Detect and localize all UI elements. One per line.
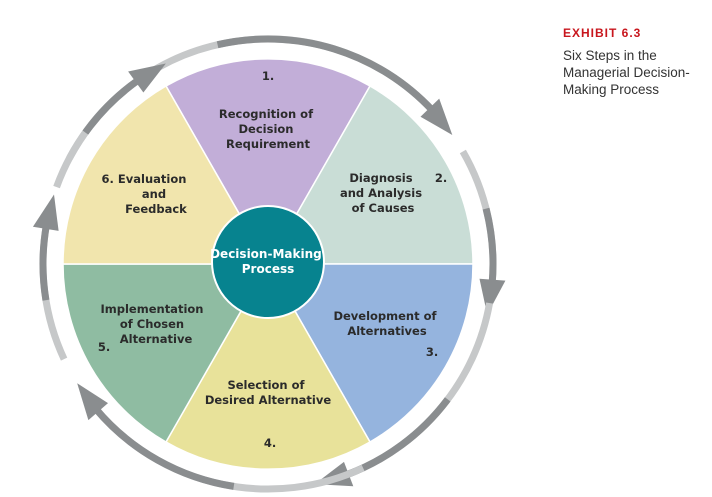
segment-step-4 xyxy=(164,262,372,470)
cycle-arrow-4-shade xyxy=(92,406,235,490)
step-5-number: 5. xyxy=(98,340,110,354)
step-3-number: 3. xyxy=(426,345,438,359)
step-6-label: 6. Evaluation and Feedback xyxy=(102,172,191,216)
step-3: Development of Alternatives 3. xyxy=(333,309,440,359)
step-2-number: 2. xyxy=(435,171,447,185)
exhibit-title-line: Making Process xyxy=(563,82,660,97)
cycle-arrow-1-shade xyxy=(216,35,436,113)
cycle-arrow-2-shade xyxy=(482,207,497,284)
exhibit-title-line: Six Steps in the xyxy=(563,48,657,63)
wheel-segments xyxy=(62,58,474,470)
cycle-arrow-5-shade xyxy=(39,224,50,301)
step-6: 6. Evaluation and Feedback xyxy=(102,172,191,216)
step-4: Selection of Desired Alternative 4. xyxy=(205,378,332,450)
cycle-arrow-2-head xyxy=(479,278,506,315)
segment-step-2 xyxy=(266,84,474,265)
step-2-label: Diagnosis and Analysis of Causes xyxy=(340,171,426,215)
cycle-arrows xyxy=(32,35,506,493)
cycle-arrow-5-head xyxy=(32,194,59,231)
cycle-arrow-6-head xyxy=(128,63,166,93)
step-5-label: Implementation of Chosen Alternative xyxy=(100,302,207,346)
step-1-label: Recognition of Decision Requirement xyxy=(219,107,317,151)
center-label: Decision-Making Process xyxy=(210,247,326,276)
center-hub xyxy=(211,205,325,319)
exhibit-caption: EXHIBIT 6.3 Six Steps in the Managerial … xyxy=(563,24,708,98)
segment-step-3 xyxy=(266,263,474,444)
step-4-number: 4. xyxy=(264,436,276,450)
exhibit-label: EXHIBIT 6.3 xyxy=(563,26,642,40)
step-5: Implementation of Chosen Alternative 5. xyxy=(98,302,207,354)
step-4-label: Selection of Desired Alternative xyxy=(205,378,332,407)
cycle-arrow-1-head xyxy=(420,98,453,135)
cycle-arrow-4-head xyxy=(77,383,109,421)
segment-step-5 xyxy=(62,263,270,444)
step-2: Diagnosis and Analysis of Causes 2. xyxy=(340,171,447,215)
step-1: 1. Recognition of Decision Requirement xyxy=(219,69,317,151)
segment-step-6 xyxy=(62,84,270,265)
exhibit-title-line: Managerial Decision- xyxy=(563,65,690,80)
exhibit-title: Six Steps in the Managerial Decision- Ma… xyxy=(563,47,708,98)
cycle-arrow-6-shade xyxy=(82,76,141,135)
step-3-label: Development of Alternatives xyxy=(333,309,440,338)
step-1-number: 1. xyxy=(262,69,274,83)
segment-step-1 xyxy=(164,58,372,266)
